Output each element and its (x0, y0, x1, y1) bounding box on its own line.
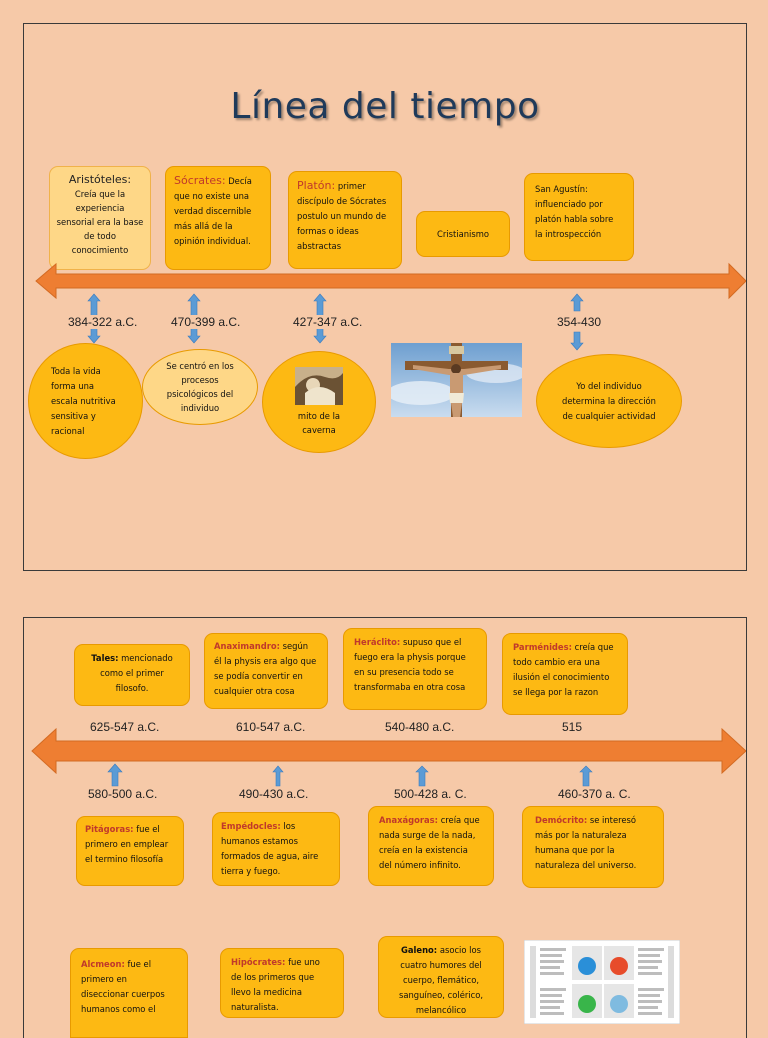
socrates-oval: Se centró en los procesos psicológicos d… (142, 349, 258, 425)
date-anaxagoras: 500-428 a. C. (394, 787, 467, 801)
anaxagoras-text: creía que nada surge de la nada, creía e… (379, 815, 480, 870)
anaximandro-name: Anaximandro: (214, 641, 280, 651)
parmenides-text: creía que todo cambio era una ilusión el… (513, 642, 614, 697)
aristoteles-oval: Toda la vida forma una escala nutritiva … (28, 343, 143, 459)
agustin-name: San Agustín: (535, 184, 588, 194)
platon-name: Platón: (297, 179, 336, 192)
democrito-name: Demócrito: (535, 815, 588, 825)
aristoteles-text: Creía que la experiencia sensorial era l… (56, 189, 144, 255)
alcmeon-text: fue el primero en diseccionar cuerpos hu… (81, 959, 165, 1014)
temperaments-chart-image (524, 940, 680, 1024)
platon-text: primer discípulo de Sócrates postulo un … (297, 181, 387, 251)
pitagoras-name: Pitágoras: (85, 824, 134, 834)
aristoteles-card: Aristóteles: Creía que la experiencia se… (49, 166, 151, 270)
timeline-connectors-2 (107, 763, 593, 787)
alcmeon-card: Alcmeon: fue el primero en diseccionar c… (70, 948, 188, 1038)
democrito-card: Demócrito: se interesó más por la natura… (522, 806, 664, 888)
hipocrates-name: Hipócrates: (231, 957, 286, 967)
date-democrito: 460-370 a. C. (558, 787, 631, 801)
heraclito-card: Heráclito: supuso que el fuego era la ph… (343, 628, 487, 710)
date-socrates: 470-399 a.C. (171, 315, 241, 329)
galeno-card: Galeno: asocio los cuatro humores del cu… (378, 936, 504, 1018)
platon-card: Platón: primer discípulo de Sócrates pos… (288, 171, 402, 269)
aristoteles-oval-text: Toda la vida forma una escala nutritiva … (51, 365, 116, 436)
timeline-arrow-2 (31, 727, 746, 775)
date-empedocles: 490-430 a.C. (239, 787, 309, 801)
agustin-oval-text: Yo del individuo determina la dirección … (562, 380, 656, 421)
page-title: Línea del tiempo (230, 86, 540, 127)
date-platon: 427-347 a.C. (293, 315, 363, 329)
cristianismo-card: Cristianismo (416, 211, 510, 257)
date-tales: 625-547 a.C. (90, 720, 160, 734)
empedocles-card: Empédocles: los humanos estamos formados… (212, 812, 340, 886)
date-pitagoras: 580-500 a.C. (88, 787, 158, 801)
hipocrates-text: fue uno de los primeros que llevo la med… (231, 957, 320, 1012)
anaximandro-text: según él la physis era algo que se podía… (214, 641, 317, 696)
heraclito-text: supuso que el fuego era la physis porque… (354, 637, 466, 692)
alcmeon-name: Alcmeon: (81, 959, 125, 969)
timeline-panel-2: Tales: mencionado como el primer filosof… (23, 617, 747, 1038)
agustin-text: influenciado por platón habla sobre la i… (535, 199, 614, 239)
agustin-oval: Yo del individuo determina la dirección … (536, 354, 682, 448)
platon-oval-text: mito de la caverna (297, 411, 341, 435)
parmenides-name: Parménides: (513, 642, 572, 652)
pitagoras-text: fue el primero en emplear el termino fil… (85, 824, 169, 864)
socrates-card: Sócrates: Decía que no existe una verdad… (165, 166, 271, 270)
parmenides-card: Parménides: creía que todo cambio era un… (502, 633, 628, 715)
anaxagoras-card: Anaxágoras: creía que nada surge de la n… (368, 806, 494, 886)
timeline-arrow (35, 262, 746, 300)
socrates-name: Sócrates: (174, 174, 226, 187)
pitagoras-card: Pitágoras: fue el primero en emplear el … (76, 816, 184, 886)
tales-text: mencionado como el primer filosofo. (100, 653, 173, 693)
date-anaximandro: 610-547 a.C. (236, 720, 306, 734)
san-agustin-card: San Agustín: influenciado por platón hab… (524, 173, 634, 261)
empedocles-name: Empédocles: (221, 821, 281, 831)
date-aristoteles: 384-322 a.C. (68, 315, 138, 329)
anaxagoras-name: Anaxágoras: (379, 815, 439, 825)
cristianismo-label: Cristianismo (436, 228, 489, 239)
timeline-panel-1: Línea del tiempo Aristóteles: Creía que … (23, 23, 747, 571)
aristoteles-name: Aristóteles: (68, 173, 132, 186)
galeno-text: asocio los cuatro humores del cuerpo, fl… (398, 945, 484, 1015)
heraclito-name: Heráclito: (354, 637, 401, 647)
hipocrates-card: Hipócrates: fue uno de los primeros que … (220, 948, 344, 1018)
tales-name: Tales: (91, 653, 119, 663)
socrates-oval-text: Se centró en los procesos psicológicos d… (166, 361, 234, 413)
crucifix-image (391, 343, 522, 417)
democrito-text: se interesó más por la naturaleza humana… (535, 815, 637, 870)
galeno-name: Galeno: (401, 945, 438, 955)
date-parmenides: 515 (562, 720, 583, 734)
platon-oval: mito de la caverna (262, 351, 376, 453)
cave-myth-image (295, 367, 343, 405)
anaximandro-card: Anaximandro: según él la physis era algo… (204, 633, 328, 709)
empedocles-text: los humanos estamos formados de agua, ai… (221, 821, 319, 876)
date-heraclito: 540-480 a.C. (385, 720, 455, 734)
tales-card: Tales: mencionado como el primer filosof… (74, 644, 190, 706)
socrates-text: Decía que no existe una verdad discernib… (174, 176, 252, 246)
date-agustin: 354-430 (557, 315, 602, 329)
